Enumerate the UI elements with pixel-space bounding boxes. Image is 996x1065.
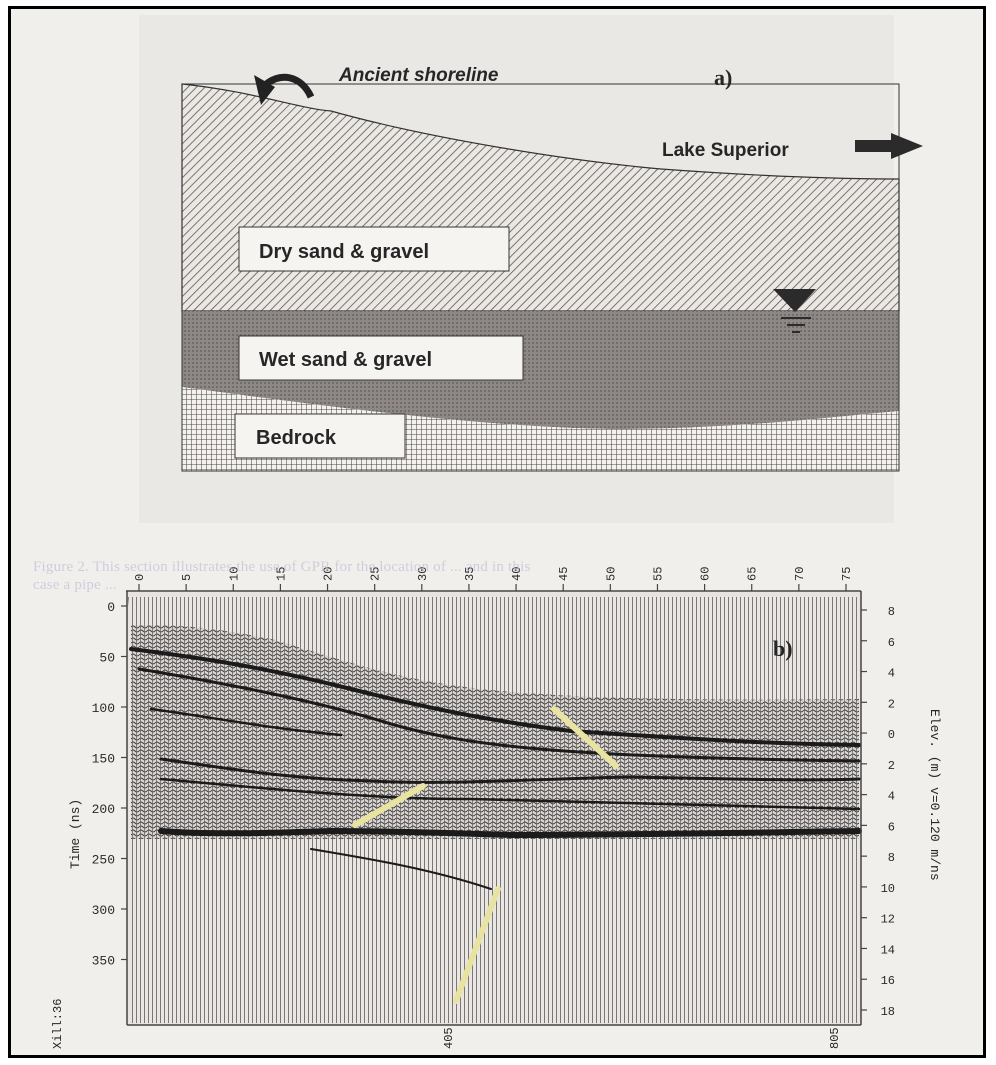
panel-b-label: b) <box>773 636 793 661</box>
top-tick-label: 25 <box>369 567 383 581</box>
right-tick-label: 8 <box>888 605 895 619</box>
right-tick-label: 2 <box>888 759 895 773</box>
right-axis-ticks: 8 6 4 2 0 2 4 6 8 10 12 14 16 18 <box>861 605 895 1019</box>
left-tick-label: 100 <box>92 701 115 716</box>
top-tick-label: 10 <box>227 567 241 581</box>
lake-superior-label: Lake Superior <box>662 140 789 161</box>
right-tick-label: 14 <box>881 943 895 957</box>
left-tick-label: 0 <box>107 600 115 615</box>
left-tick-label: 150 <box>92 752 115 767</box>
left-tick-label: 350 <box>92 954 115 969</box>
bedrock-label: Bedrock <box>256 427 337 449</box>
dry-sand-label: Dry sand & gravel <box>259 241 429 263</box>
left-tick-label: 300 <box>92 903 115 918</box>
top-tick-label: 15 <box>274 567 288 581</box>
top-tick-label: 30 <box>416 567 430 581</box>
deep-zone <box>131 839 859 1023</box>
top-tick-label: 5 <box>180 574 194 581</box>
caption-line-2: case a pipe ... <box>33 577 117 593</box>
left-tick-label: 200 <box>92 802 115 817</box>
panel-a-label: a) <box>714 65 732 90</box>
right-tick-label: 6 <box>888 636 895 650</box>
left-tick-label: 250 <box>92 853 115 868</box>
right-tick-label: 2 <box>888 697 895 711</box>
ancient-shoreline-label: Ancient shoreline <box>338 65 499 86</box>
caption-line-1: Figure 2. This section illustrates the u… <box>33 559 531 575</box>
top-tick-label: 75 <box>840 567 854 581</box>
right-tick-label: 16 <box>881 974 895 988</box>
left-axis-title: Time (ns) <box>68 799 83 869</box>
air-zone <box>128 597 859 700</box>
bottom-mark-2: 805 <box>828 1027 842 1049</box>
right-tick-label: 12 <box>881 913 895 927</box>
top-tick-label: 50 <box>604 567 618 581</box>
top-axis-ticks: 0 5 10 15 20 25 30 35 40 45 50 55 60 65 70 75 <box>133 567 854 591</box>
right-tick-label: 18 <box>881 1005 895 1019</box>
right-tick-label: 8 <box>888 851 895 865</box>
right-arrow-icon <box>855 133 923 159</box>
water-table-icon <box>773 289 816 333</box>
strong-reflectors <box>129 647 862 890</box>
label-box-dry <box>238 226 510 272</box>
label-box-wet <box>238 335 524 381</box>
left-tick-label: 50 <box>99 651 115 666</box>
wet-sand-label: Wet sand & gravel <box>259 349 432 371</box>
right-tick-label: 4 <box>888 790 895 804</box>
highlight-lines <box>352 706 619 1004</box>
right-tick-label: 0 <box>888 728 895 742</box>
top-tick-label: 20 <box>322 567 336 581</box>
bottom-mark-1: 405 <box>442 1027 456 1049</box>
top-tick-label: 40 <box>510 567 524 581</box>
top-tick-label: 45 <box>557 567 571 581</box>
corner-label: Xill:36 <box>51 999 65 1049</box>
curved-arrow-icon <box>254 73 315 105</box>
top-tick-label: 0 <box>133 574 147 581</box>
top-tick-label: 35 <box>463 567 477 581</box>
left-axis-ticks: 0 50 100 150 200 250 300 350 <box>92 600 127 969</box>
label-box-bedrock <box>234 413 406 459</box>
right-axis-title: Elev. (m) v=0.120 m/ns <box>927 709 942 881</box>
top-tick-label: 65 <box>746 567 760 581</box>
bleed-through-caption: Figure 2. This section illustrates the u… <box>33 558 993 594</box>
panel-a-section <box>139 15 923 523</box>
top-tick-label: 55 <box>651 567 665 581</box>
right-tick-label: 10 <box>881 882 895 896</box>
top-tick-label: 70 <box>793 567 807 581</box>
right-tick-label: 6 <box>888 820 895 834</box>
right-tick-label: 4 <box>888 667 895 681</box>
top-tick-label: 60 <box>699 567 713 581</box>
